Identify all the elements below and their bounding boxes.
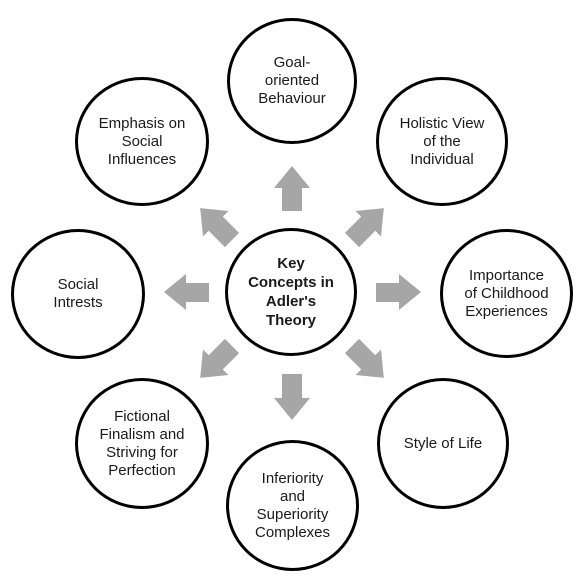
center-label: Key Concepts in Adler's Theory [248,255,334,329]
node-label: Social Intrests [53,276,103,311]
arrow-right-icon [376,274,421,310]
node-label: Emphasis on Social Influences [98,114,186,168]
center-node: Key Concepts in Adler's Theory [225,228,357,356]
node-importance-of-childhood: Importance of Childhood Experiences [440,229,573,358]
node-goal-oriented-behaviour: Goal- oriented Behaviour [227,18,357,144]
arrow-left-icon [164,274,209,310]
arrow-down-left-icon [200,338,240,378]
node-label: Inferiority and Superiority Complexes [254,469,331,541]
arrow-up-icon [274,166,310,211]
node-social-interests: Social Intrests [11,229,145,359]
arrow-down-right-icon [344,338,384,378]
arrow-down-icon [274,374,310,420]
node-holistic-view: Holistic View of the Individual [376,77,508,206]
arrow-up-left-icon [200,208,240,248]
node-emphasis-social-influences: Emphasis on Social Influences [75,77,209,206]
node-label: Goal- oriented Behaviour [258,54,326,107]
node-label: Style of Life [403,434,483,452]
arrow-up-right-icon [344,208,384,248]
node-label: Importance of Childhood Experiences [464,266,549,320]
node-fictional-finalism: Fictional Finalism and Striving for Perf… [75,378,209,509]
node-label: Holistic View of the Individual [399,114,485,168]
node-style-of-life: Style of Life [377,378,509,509]
node-label: Fictional Finalism and Striving for Perf… [99,407,185,479]
node-inferiority-superiority: Inferiority and Superiority Complexes [226,440,359,571]
